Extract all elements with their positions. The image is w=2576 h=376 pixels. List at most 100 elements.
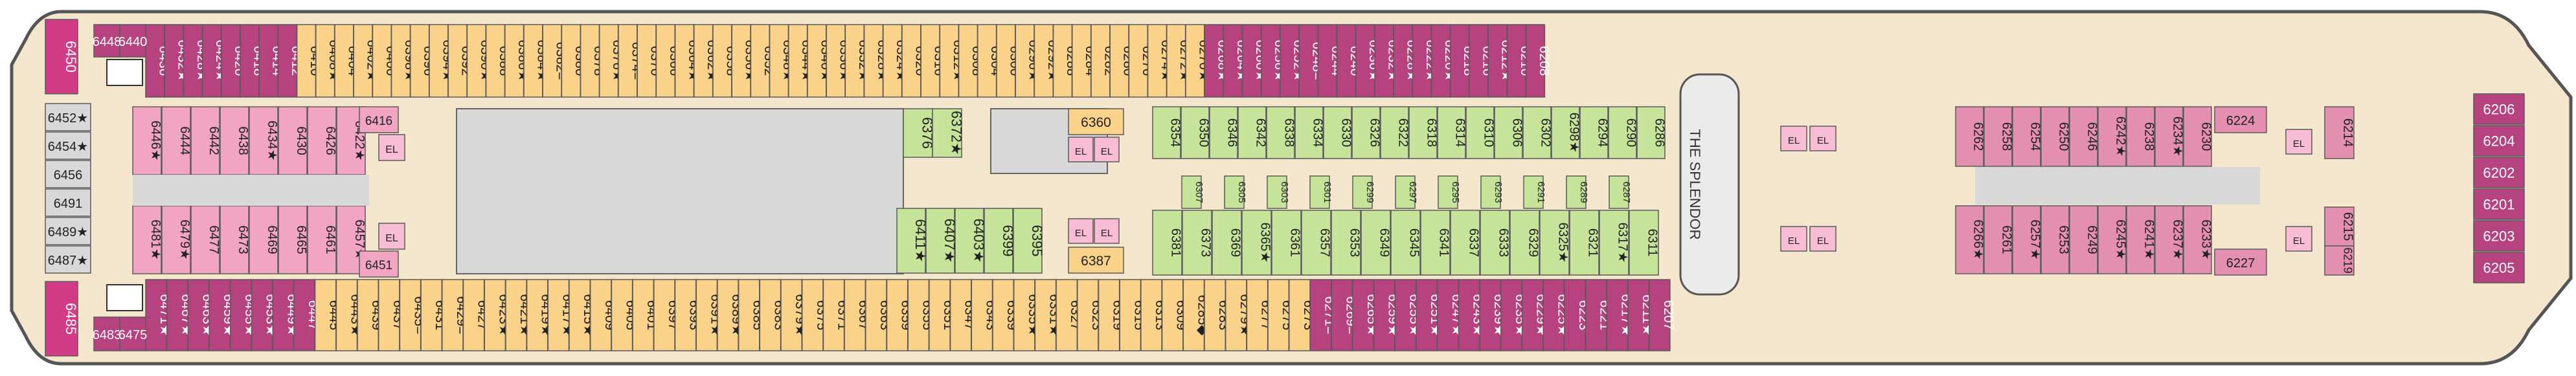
cabin-box[interactable] bbox=[1569, 210, 1599, 276]
elevator[interactable]: EL bbox=[1094, 137, 1120, 162]
cabin-box[interactable] bbox=[119, 316, 146, 351]
cabin-box[interactable] bbox=[442, 279, 464, 351]
cabin-box[interactable] bbox=[883, 24, 903, 98]
cabin-box[interactable] bbox=[1267, 175, 1287, 209]
cabin-box[interactable] bbox=[335, 279, 358, 351]
cabin-box[interactable] bbox=[240, 24, 260, 98]
forward-inner-cabin[interactable]: 6301 bbox=[1309, 175, 1333, 209]
elevator[interactable]: EL bbox=[1068, 137, 1094, 162]
front-cabin[interactable]: 6242★ bbox=[2097, 106, 2128, 167]
cabin-box[interactable] bbox=[901, 24, 921, 98]
cabin-box[interactable] bbox=[2126, 106, 2155, 167]
cabin-box[interactable] bbox=[251, 279, 273, 351]
cabin-box[interactable] bbox=[769, 24, 789, 98]
cabin-box[interactable] bbox=[1140, 279, 1162, 351]
cabin-box[interactable] bbox=[2012, 205, 2041, 274]
cabin-box[interactable] bbox=[1267, 279, 1290, 351]
cabin-box[interactable] bbox=[1648, 279, 1671, 351]
cabin-box[interactable] bbox=[1551, 106, 1580, 159]
cabin-box[interactable] bbox=[939, 24, 959, 98]
top-cabin[interactable]: 6208 bbox=[1525, 24, 1552, 98]
cabin-box[interactable] bbox=[293, 279, 315, 351]
elevator[interactable]: EL bbox=[378, 223, 405, 250]
cabin-box[interactable] bbox=[2473, 93, 2525, 125]
aft-inner-cabin[interactable]: 6481★ bbox=[132, 205, 163, 274]
cabin-box[interactable] bbox=[542, 24, 562, 98]
cabin-box[interactable] bbox=[1564, 279, 1586, 351]
cabin-box[interactable] bbox=[307, 106, 337, 175]
top-cabin[interactable]: 6390★ bbox=[466, 24, 493, 98]
cabin-box[interactable] bbox=[1181, 175, 1202, 209]
cabin-box[interactable] bbox=[618, 24, 638, 98]
cabin-box[interactable] bbox=[2183, 205, 2212, 274]
aft-inner-cabin[interactable]: 6438 bbox=[220, 106, 250, 175]
bow-cabin[interactable]: 6203 bbox=[2473, 220, 2525, 252]
cabin-box[interactable] bbox=[2154, 205, 2184, 274]
cabin-box[interactable] bbox=[485, 24, 506, 98]
cabin-box[interactable] bbox=[569, 279, 591, 351]
aft-suite-top[interactable]: 6450 bbox=[45, 19, 79, 94]
bottom-cabin[interactable]: 6309 bbox=[1161, 279, 1189, 351]
cabin-box[interactable] bbox=[249, 205, 278, 274]
forward-cabin[interactable]: 6314 bbox=[1437, 106, 1467, 159]
cabin-box[interactable] bbox=[1608, 106, 1637, 159]
cabin-box[interactable] bbox=[2012, 106, 2041, 167]
cabin-box[interactable] bbox=[2473, 220, 2525, 252]
cabin-box[interactable] bbox=[925, 208, 955, 274]
cabin-box[interactable] bbox=[1542, 279, 1565, 351]
cabin-box[interactable] bbox=[1301, 210, 1331, 276]
cabin-box[interactable] bbox=[1237, 106, 1267, 159]
cabin-box[interactable] bbox=[1636, 106, 1666, 159]
cabin-box[interactable] bbox=[2040, 205, 2070, 274]
front-cabin[interactable]: 6230 bbox=[2183, 106, 2213, 167]
cabin-box[interactable] bbox=[1380, 106, 1409, 159]
mid-cabin[interactable]: 6399 bbox=[984, 208, 1016, 274]
cabin-box[interactable] bbox=[1523, 175, 1544, 209]
cabin-box[interactable] bbox=[378, 279, 400, 351]
front-cabin[interactable]: 6254 bbox=[2012, 106, 2042, 167]
cabin-box[interactable] bbox=[1809, 226, 1836, 252]
cabin-box[interactable] bbox=[1068, 108, 1124, 135]
bottom-cabin[interactable]: 6421★ bbox=[505, 279, 532, 351]
cabin-box[interactable] bbox=[1223, 24, 1243, 98]
bottom-cabin[interactable]: 6405 bbox=[611, 279, 638, 351]
cabin-box[interactable] bbox=[1506, 24, 1526, 98]
cabin-box[interactable] bbox=[1331, 279, 1353, 351]
cabin-box[interactable] bbox=[1983, 205, 2013, 274]
cabin-box[interactable] bbox=[1480, 210, 1510, 276]
forward-cabin[interactable]: 6333 bbox=[1480, 210, 1511, 276]
mid-cabin[interactable]: 6411★ bbox=[896, 208, 929, 274]
cabin-box[interactable] bbox=[780, 279, 802, 351]
forward-cabin[interactable]: 6361 bbox=[1271, 210, 1302, 276]
cabin-box[interactable] bbox=[1098, 279, 1120, 351]
forward-cabin[interactable]: 6354 bbox=[1152, 106, 1182, 159]
cabin-box[interactable] bbox=[277, 24, 297, 98]
cabin-box[interactable] bbox=[45, 281, 78, 357]
aft-inner-cabin[interactable]: 6473 bbox=[220, 205, 250, 274]
aft-bottom-cabin[interactable]: 6475 bbox=[119, 316, 148, 351]
aft-top-cabin[interactable]: 6448 bbox=[93, 24, 122, 58]
cabin-box[interactable] bbox=[580, 24, 600, 98]
aft-inner-cabin[interactable]: 6426 bbox=[307, 106, 337, 175]
top-cabin[interactable]: 6288 bbox=[1052, 24, 1079, 98]
aft-inner-cabin[interactable]: 6430 bbox=[278, 106, 308, 175]
cabin-box[interactable] bbox=[807, 24, 827, 98]
aft-side-cabin[interactable]: 6452★ bbox=[45, 103, 91, 131]
cabin-box[interactable] bbox=[1393, 24, 1413, 98]
mid-cabin[interactable]: 6372★ bbox=[932, 108, 965, 158]
cabin-box[interactable] bbox=[2069, 205, 2098, 274]
cabin-box[interactable] bbox=[1204, 279, 1226, 351]
forward-cabin[interactable]: 6334 bbox=[1294, 106, 1325, 159]
cabin-box[interactable] bbox=[1412, 24, 1432, 98]
cabin-box[interactable] bbox=[272, 279, 295, 351]
forward-cabin[interactable]: 6290 bbox=[1608, 106, 1638, 159]
forward-cabin[interactable]: 6345 bbox=[1390, 210, 1421, 276]
front-cabin[interactable]: 6266★ bbox=[1955, 205, 1985, 274]
forward-cabin[interactable]: 6286 bbox=[1636, 106, 1667, 159]
top-cabin[interactable]: 6270★ bbox=[1185, 24, 1211, 98]
cabin-box[interactable] bbox=[1225, 279, 1247, 351]
forward-cabin[interactable]: 6337 bbox=[1450, 210, 1481, 276]
cabin-box[interactable] bbox=[420, 279, 443, 351]
cabin-box[interactable] bbox=[2285, 129, 2312, 155]
front-cabin[interactable]: 6258 bbox=[1983, 106, 2014, 167]
